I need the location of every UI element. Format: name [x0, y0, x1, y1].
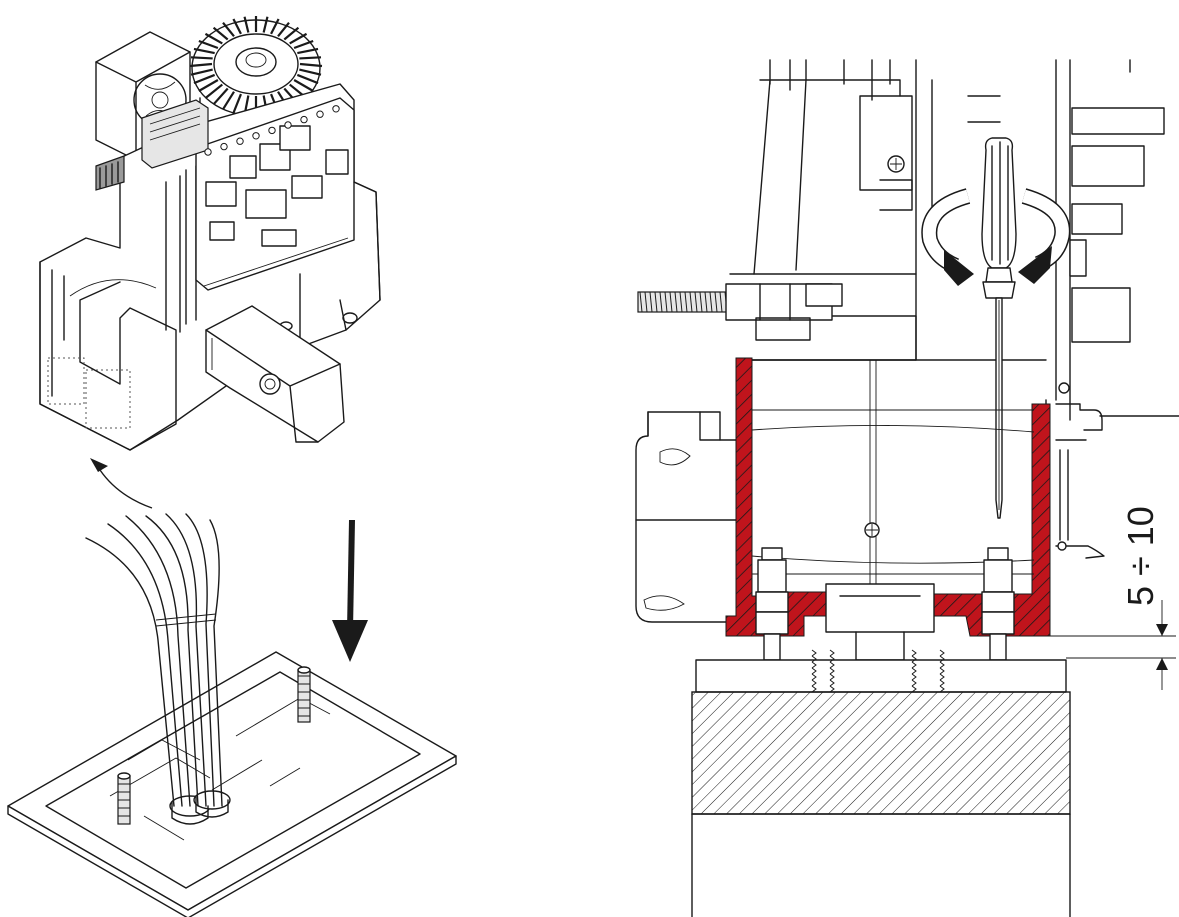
- stud-nut-right: [981, 547, 1015, 661]
- cable-bundle: [85, 513, 223, 807]
- anchor-stud-right: [297, 666, 311, 723]
- dimension-label: 5 ÷ 10: [1120, 506, 1161, 606]
- section-view: [635, 59, 1179, 661]
- motor-block: [635, 411, 741, 623]
- heat-sink: [189, 16, 323, 134]
- stud-nut-left: [755, 547, 789, 661]
- motor-unit: [39, 16, 381, 451]
- curved-arrow-icon: [90, 458, 153, 509]
- screwdriver-icon: [981, 137, 1017, 519]
- limit-switch-cover: [205, 305, 345, 443]
- adjust-screw: [637, 283, 843, 341]
- clearance-dimension: 5 ÷ 10: [1034, 506, 1176, 690]
- rotate-arrows-icon: [921, 188, 1071, 286]
- gear-rack: [691, 649, 1071, 917]
- foundation-plate: [7, 651, 457, 917]
- motor-body: [39, 83, 381, 451]
- down-arrow-icon: [332, 519, 368, 662]
- anchor-stud-left: [117, 772, 131, 825]
